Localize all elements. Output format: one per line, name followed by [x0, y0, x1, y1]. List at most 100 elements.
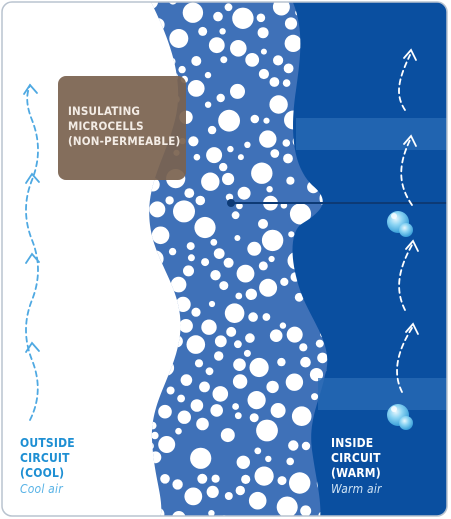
microcell-bubble [291, 406, 312, 427]
microcell-bubble [194, 359, 204, 368]
microcell-bubble [236, 264, 255, 283]
microcell-bubble [241, 474, 251, 484]
microcell-bubble [220, 428, 235, 443]
microcell-bubble [282, 79, 291, 87]
microcell-bubble [258, 261, 268, 271]
microcell-bubble [204, 101, 212, 108]
microcell-bubble [270, 149, 280, 158]
microcell-bubble [149, 2, 159, 10]
microcell-bubble [160, 474, 170, 484]
microcell-bubble [201, 258, 210, 267]
outside-label-sub: Cool air [20, 482, 63, 496]
microcell-bubble [201, 319, 217, 335]
microcell-bubble [237, 154, 244, 161]
microcell-bubble [288, 440, 299, 451]
microcell-bubble [214, 335, 227, 348]
microcell-bubble [236, 455, 250, 469]
microcell-bubble [158, 436, 176, 453]
microcell-bubble [212, 386, 229, 402]
microcell-bubble [190, 399, 204, 412]
cool-air-arrow-icon [23, 83, 38, 95]
microcell-bubble [254, 447, 262, 455]
microcell-bubble [191, 56, 202, 66]
microcell-bubble [268, 255, 275, 263]
microcell-bubble [279, 322, 287, 329]
microcell-bubble [258, 218, 268, 229]
microcell-bubble [227, 145, 234, 153]
microcell-bubble [169, 29, 189, 48]
microcell-bubble [224, 492, 233, 500]
microcell-bubble [257, 27, 269, 39]
microcell-bubble [248, 312, 258, 322]
microcell-bubble [179, 319, 193, 333]
warm-air-arrows [396, 54, 413, 393]
microcell-bubble [256, 13, 266, 23]
microcell-bubble [214, 351, 224, 361]
microcell-bubble [284, 34, 302, 53]
outside-label-line-3: (COOL) [20, 466, 65, 480]
microcell-bubble [245, 53, 260, 67]
inside-label-line-3: (WARM) [331, 466, 381, 480]
microcell-bubble [210, 270, 221, 281]
microcell-bubble [194, 216, 216, 239]
microcell-bubble [208, 37, 225, 54]
microcell-bubble [265, 455, 272, 463]
microcell-bubble [175, 427, 182, 435]
microcell-bubble [261, 229, 284, 252]
microcell-bubble [219, 281, 229, 291]
water-droplet-icon [387, 211, 413, 237]
microcell-bubble [191, 307, 201, 317]
microcell-bubble [315, 339, 324, 348]
microcell-bubble [232, 7, 254, 30]
insulating-label-line-1: INSULATING [68, 104, 141, 118]
pointer-dot-icon [227, 199, 235, 207]
warm-air-arrow-icon [396, 327, 413, 393]
microcell-bubble [197, 473, 208, 484]
microcell-bubble [206, 147, 223, 164]
inside-circuit-label: INSIDE CIRCUIT (WARM) Warm air [331, 436, 382, 497]
microcell-bubble [251, 162, 273, 184]
microcell-bubble [300, 356, 311, 368]
microcell-bubble [250, 114, 260, 124]
warm-air-arrowheads [403, 48, 419, 335]
microcell-bubble [245, 333, 255, 343]
microcell-bubble [213, 11, 223, 22]
microcell-bubble [269, 329, 283, 343]
microcell-bubble [183, 265, 194, 277]
microcell-bubble [218, 109, 241, 132]
microcell-bubble [172, 479, 183, 490]
microcell-bubble [259, 278, 278, 297]
microcell-bubble [256, 419, 278, 442]
microcell-bubble [211, 474, 220, 483]
insulating-microcells-label: INSULATING MICROCELLS (NON-PERMEABLE) [58, 76, 186, 180]
microcell-bubble [300, 505, 312, 516]
microcell-bubble [165, 196, 174, 205]
microcell-bubble [177, 410, 191, 424]
microcell-bubble [175, 296, 191, 312]
microcell-bubble [289, 472, 311, 494]
microcell-bubble [259, 130, 277, 148]
microcell-bubble [285, 373, 304, 391]
microcell-bubble [170, 276, 187, 293]
microcell-bubble [277, 476, 287, 486]
microcell-bubble [195, 195, 206, 206]
microcell-bubble [193, 153, 201, 161]
microcell-bubble [234, 412, 242, 420]
microcell-bubble [263, 117, 270, 124]
microcell-bubble [177, 394, 186, 403]
outside-label-line-1: OUTSIDE [20, 436, 75, 450]
microcell-bubble [317, 352, 328, 364]
microcell-bubble [190, 447, 212, 469]
microcell-bubble [199, 381, 210, 393]
microcell-bubble [184, 487, 203, 506]
microcell-bubble [186, 242, 195, 251]
microcell-bubble [223, 257, 234, 268]
microcell-bubble [277, 357, 286, 367]
warm-stripe-top [296, 118, 447, 150]
microcell-bubble [158, 404, 172, 419]
microcell-bubble [235, 485, 245, 496]
microcell-bubble [219, 162, 228, 172]
microcell-bubble [151, 226, 170, 245]
